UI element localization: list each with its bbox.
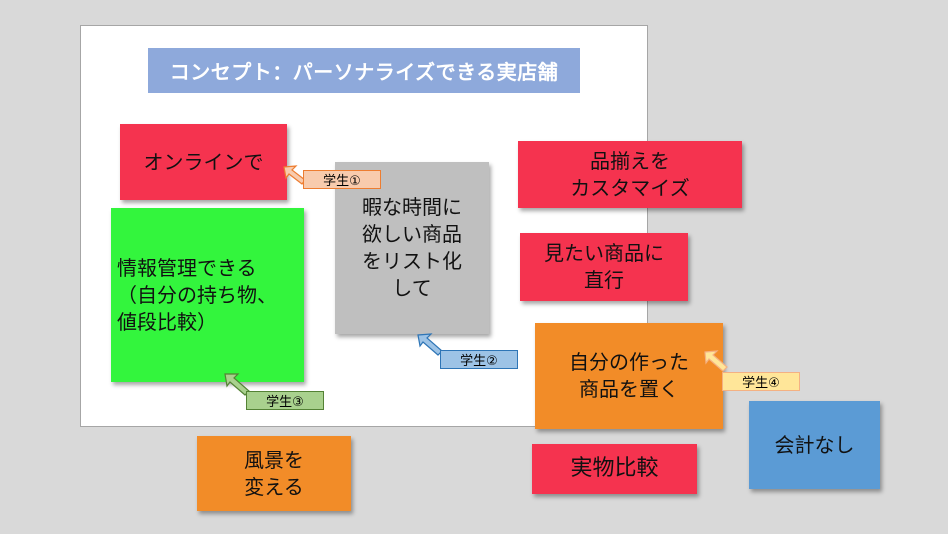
- note-customize-assortment: 品揃えを カスタマイズ: [518, 141, 742, 208]
- student-2-tag: 学生②: [440, 350, 518, 369]
- arrow-student-4: [704, 350, 728, 372]
- arrow-student-1: [283, 165, 306, 185]
- concept-title: コンセプト：パーソナライズできる実店舗: [148, 48, 580, 93]
- note-no-checkout: 会計なし: [749, 401, 880, 489]
- arrow-student-2: [417, 333, 443, 356]
- student-1-tag: 学生①: [303, 170, 381, 189]
- note-spare-time-list: 暇な時間に 欲しい商品 をリスト化 して: [335, 162, 489, 334]
- student-4-tag: 学生④: [722, 372, 800, 391]
- note-online: オンラインで: [120, 124, 287, 200]
- note-change-scenery: 風景を 変える: [197, 436, 351, 511]
- student-3-tag: 学生③: [246, 391, 324, 410]
- note-own-products: 自分の作った 商品を置く: [535, 323, 723, 429]
- note-go-direct: 見たい商品に 直行: [520, 233, 688, 301]
- note-real-comparison: 実物比較: [532, 444, 697, 494]
- note-info-management: 情報管理できる （自分の持ち物、 値段比較）: [111, 208, 304, 382]
